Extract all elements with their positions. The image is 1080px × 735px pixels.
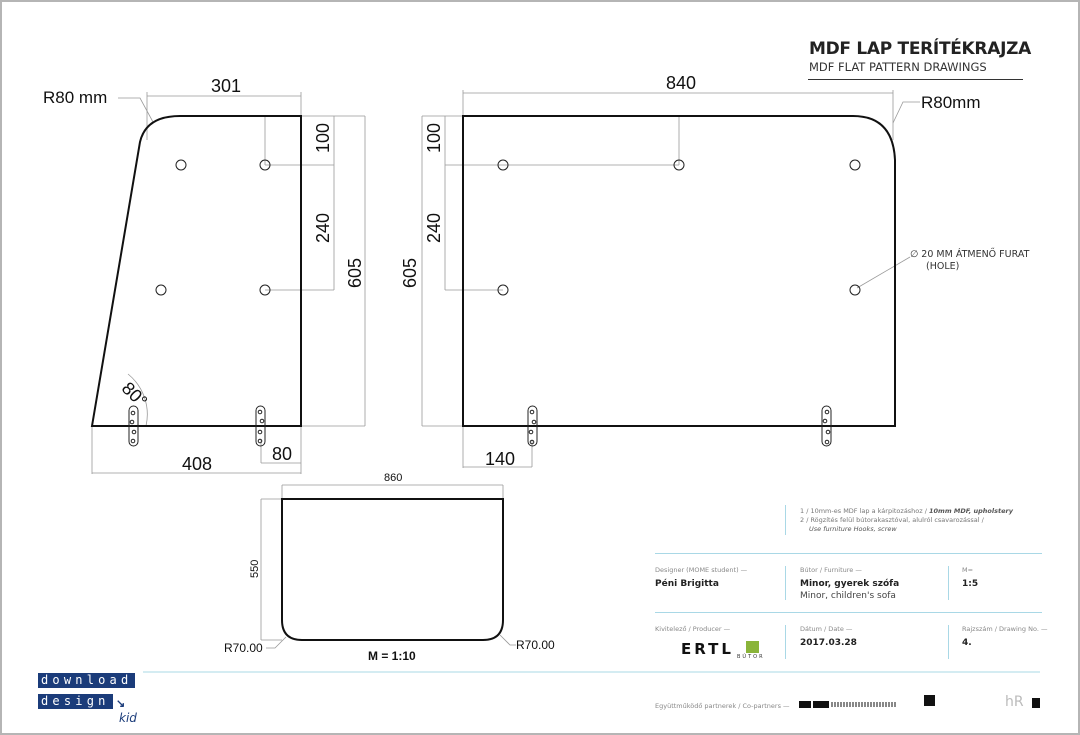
partner-logo-square bbox=[924, 695, 935, 706]
bottom-scale: M = 1:10 bbox=[368, 649, 416, 663]
partner-logo-mome-bar bbox=[813, 701, 829, 708]
title-block-rule-mid bbox=[655, 612, 1042, 613]
right-width: 840 bbox=[666, 73, 697, 93]
right-height: 605 bbox=[400, 257, 420, 288]
dimension-lines-bottom bbox=[260, 484, 516, 649]
left-hole-spacing: 240 bbox=[313, 212, 333, 243]
bottom-radius-left: R70.00 bbox=[224, 641, 263, 655]
left-bottom-width: 408 bbox=[182, 454, 213, 474]
scale-value: 1:5 bbox=[962, 579, 979, 589]
partner-logo-mome bbox=[799, 701, 811, 708]
hole-note-line2: (HOLE) bbox=[926, 261, 960, 272]
producer-label: Kivitelező / Producer — bbox=[655, 625, 731, 633]
brand-design: design bbox=[38, 694, 113, 709]
panel-bottom-outline bbox=[281, 498, 504, 641]
producer-logo-mark bbox=[746, 641, 759, 653]
partners-label: Együttműködő partnerek / Co-partners — bbox=[655, 702, 790, 710]
note-2-en: Use furniture Hooks, screw bbox=[809, 525, 897, 533]
sheet-subtitle: MDF FLAT PATTERN DRAWINGS bbox=[809, 60, 987, 74]
date-value: 2017.03.28 bbox=[800, 638, 857, 648]
note-1-en: 10mm MDF, upholstery bbox=[929, 507, 1013, 515]
title-block-divider bbox=[785, 566, 786, 600]
panel-left-holes bbox=[128, 159, 271, 447]
panel-right-holes bbox=[497, 159, 861, 447]
producer-logo-sub: BÚTOR bbox=[737, 654, 765, 660]
bottom-radius-right: R70.00 bbox=[516, 638, 555, 652]
arrow-down-right-icon: ↘ bbox=[116, 698, 126, 710]
panel-left-outline bbox=[90, 115, 302, 427]
furniture-value-hu: Minor, gyerek szófa bbox=[800, 579, 900, 589]
furniture-label: Bútor / Furniture — bbox=[800, 566, 862, 574]
note-1: 1 / 10mm-es MDF lap a kárpitozáshoz / 10… bbox=[800, 507, 1013, 515]
title-block-divider bbox=[948, 625, 949, 659]
right-hole-spacing: 240 bbox=[424, 212, 444, 243]
right-radius-label: R80mm bbox=[921, 93, 981, 112]
drawing-no-value: 4. bbox=[962, 638, 972, 648]
right-hole-offset: 100 bbox=[424, 122, 444, 153]
partner-logo-building bbox=[1032, 698, 1040, 708]
title-block-divider bbox=[948, 566, 949, 600]
hole-note-line1: ∅ 20 MM ÁTMENŐ FURAT bbox=[910, 249, 1030, 260]
dimension-lines-right bbox=[421, 90, 920, 468]
brand-kid: kid bbox=[119, 711, 137, 725]
left-hole-offset: 100 bbox=[313, 122, 333, 153]
brand-download: download bbox=[38, 673, 136, 688]
note-1-hu: 1 / 10mm-es MDF lap a kárpitozáshoz / bbox=[800, 507, 930, 515]
bottom-height: 550 bbox=[249, 559, 261, 578]
left-radius-label: R80 mm bbox=[43, 88, 108, 107]
producer-logo: ERTL bbox=[681, 640, 734, 658]
partner-logo-text bbox=[831, 702, 897, 707]
left-hook-offset: 80 bbox=[272, 444, 293, 464]
left-height: 605 bbox=[345, 257, 365, 288]
title-block-divider bbox=[785, 625, 786, 659]
furniture-value-en: Minor, children's sofa bbox=[800, 591, 896, 601]
note-2-hu: 2 / Rögzítés felül bútorakasztóval, alul… bbox=[800, 516, 984, 524]
drawing-no-label: Rajzszám / Drawing No. — bbox=[962, 625, 1048, 633]
title-block-rule-top bbox=[655, 553, 1042, 554]
right-hook-offset: 140 bbox=[485, 449, 516, 469]
scale-label: M= bbox=[962, 566, 974, 574]
panel-right-outline bbox=[462, 115, 896, 427]
title-underline bbox=[808, 79, 1023, 80]
designer-label: Designer (MOME student) — bbox=[655, 566, 748, 574]
designer-value: Péni Brigitta bbox=[655, 579, 719, 589]
partner-logo-hr: hR bbox=[1005, 694, 1024, 710]
notes-divider bbox=[785, 505, 786, 535]
left-top-width: 301 bbox=[211, 76, 242, 96]
bottom-width: 860 bbox=[384, 472, 403, 484]
dimension-lines-left bbox=[91, 92, 366, 474]
sheet-title: MDF LAP TERÍTÉKRAJZA bbox=[809, 39, 1031, 59]
date-label: Dátum / Date — bbox=[800, 625, 853, 633]
